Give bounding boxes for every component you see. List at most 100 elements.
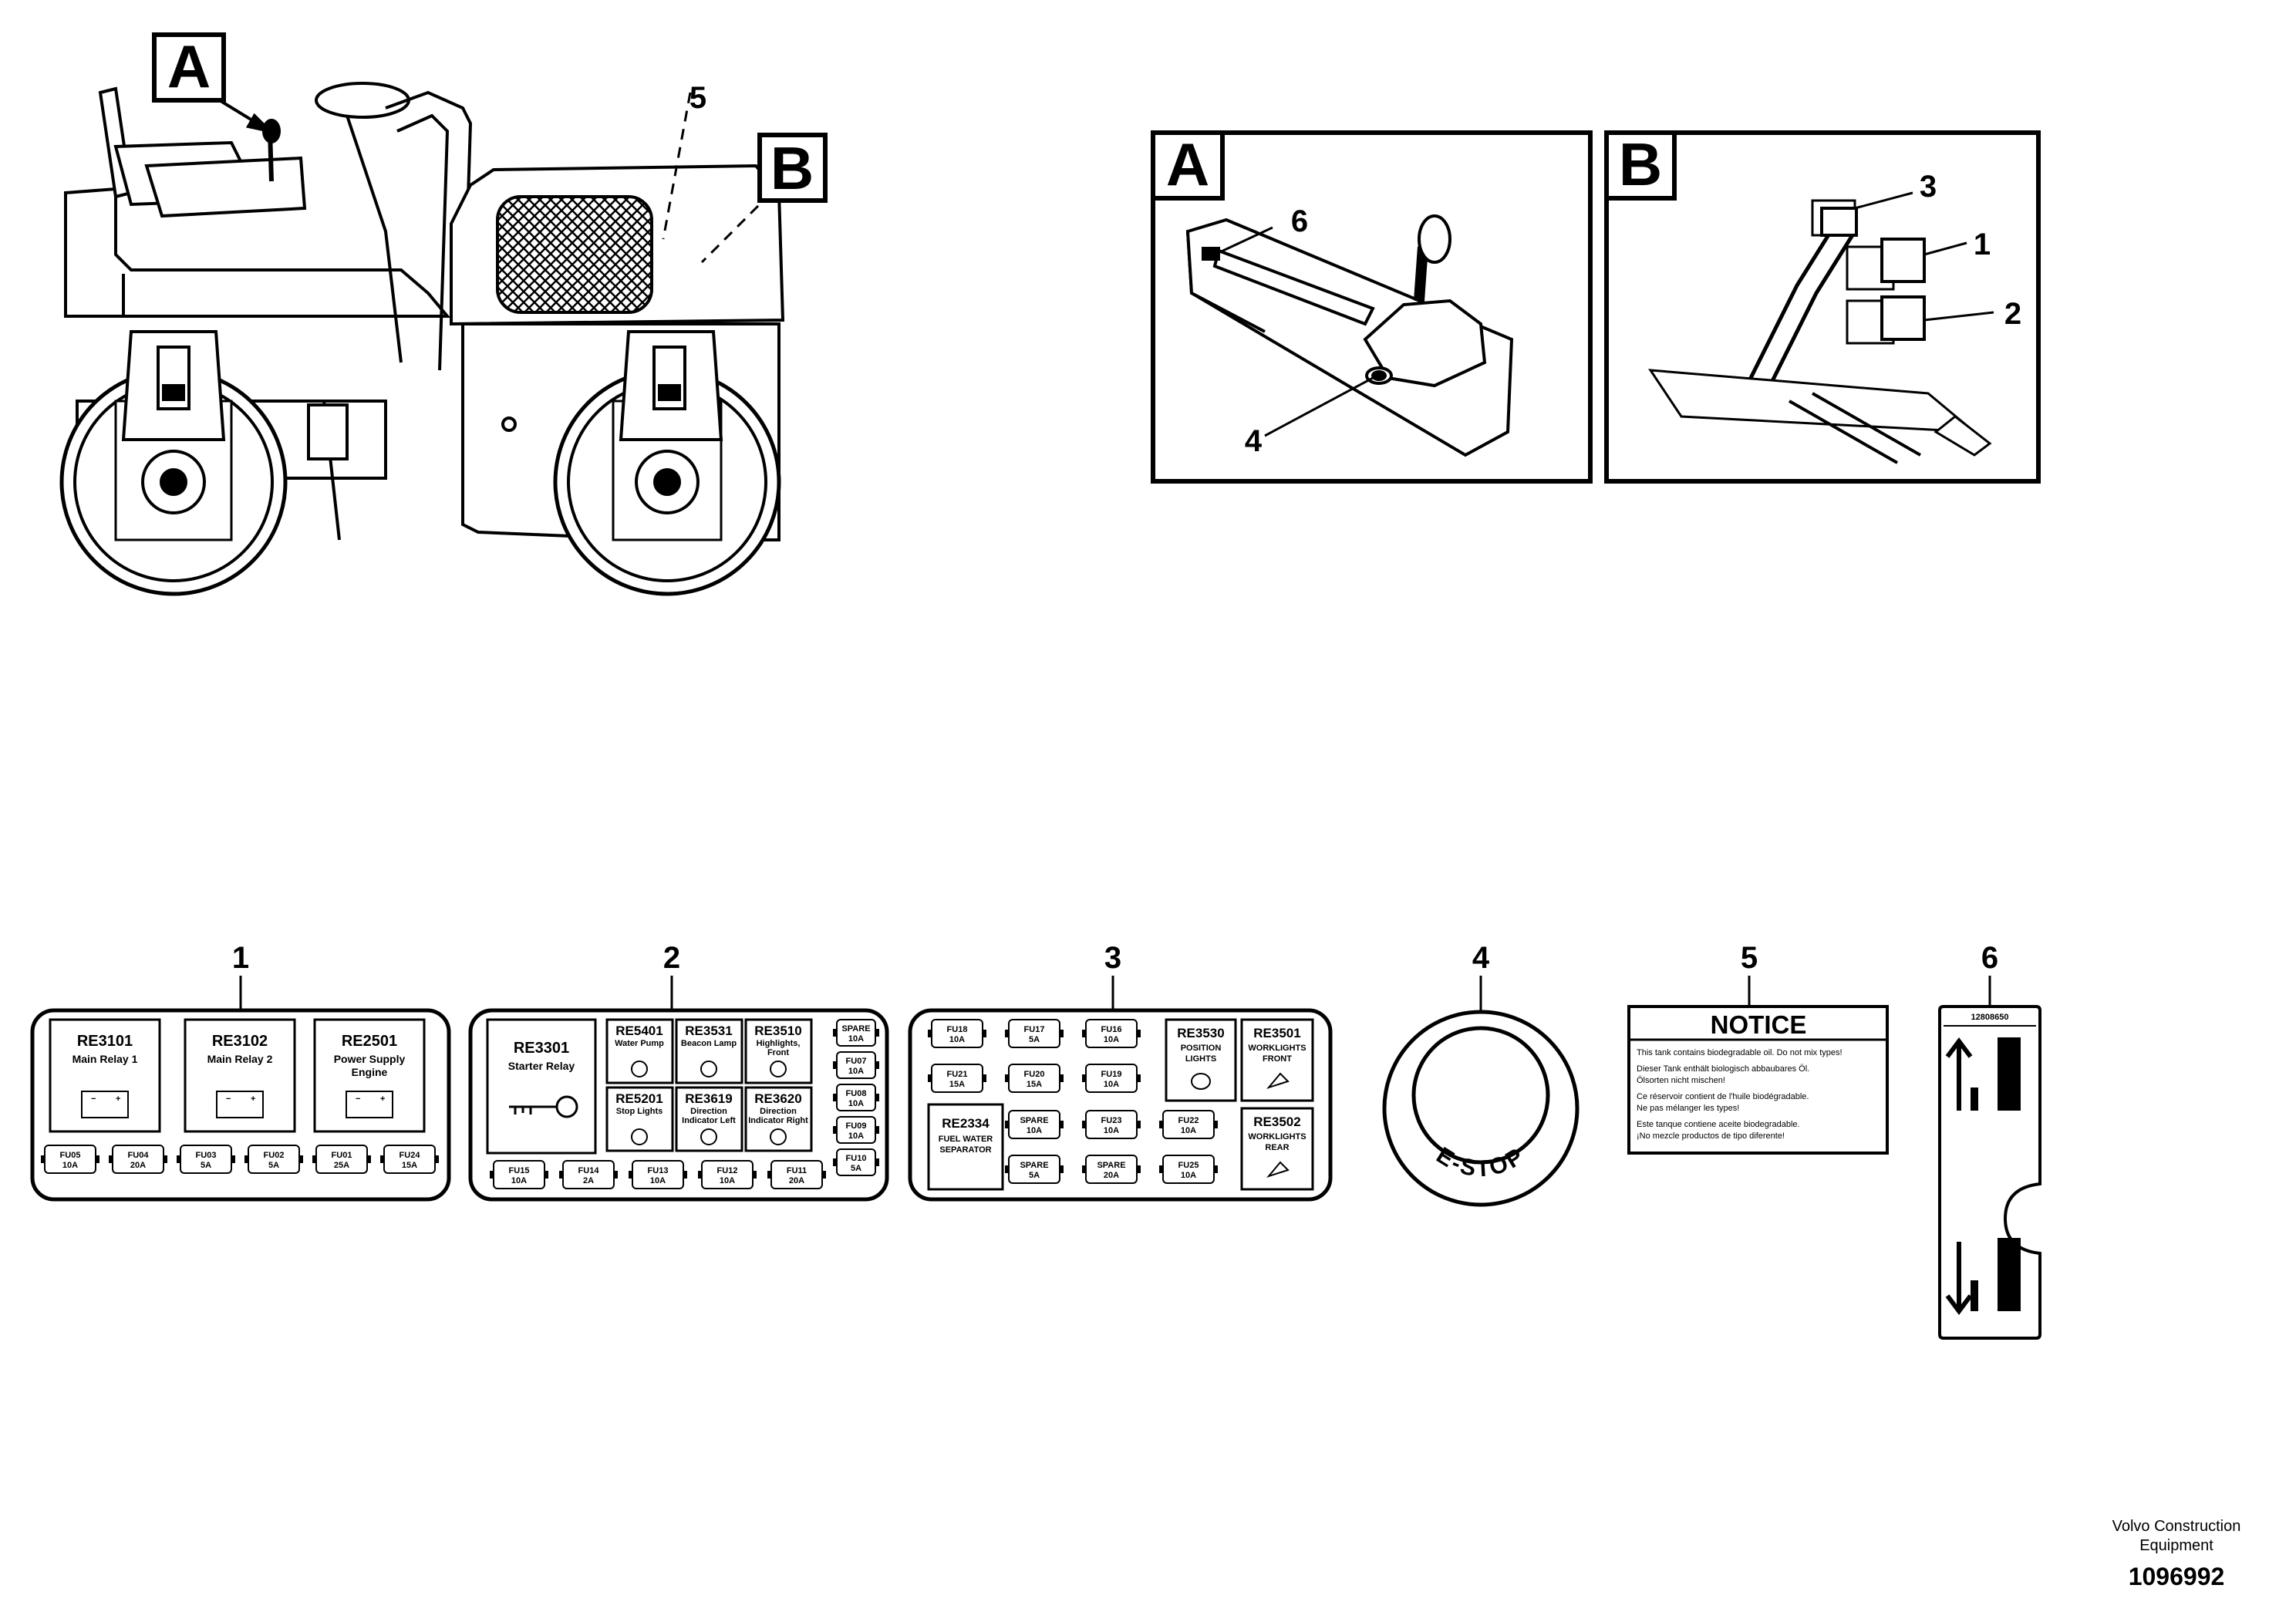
svg-text:FU15: FU15 (509, 1166, 530, 1175)
svg-text:+: + (251, 1094, 255, 1104)
detail-a-panel: A 6 4 (1151, 130, 1593, 484)
detail-b-title: B (1619, 130, 1662, 198)
position-lights-relay: RE3530 POSITION LIGHTS (1165, 1018, 1237, 1102)
svg-text:FU11: FU11 (787, 1166, 807, 1175)
svg-text:FU16: FU16 (1101, 1025, 1122, 1034)
notice-line: Ne pas mélanger les types! (1637, 1104, 1739, 1113)
decal-6: 6 12808650 (1938, 941, 2041, 1340)
svg-text:FU21: FU21 (947, 1070, 968, 1079)
decal-1-relay: RE2501 Power Supply Engine − + (313, 1018, 426, 1133)
svg-text:25A: 25A (334, 1161, 349, 1170)
svg-text:Front: Front (767, 1048, 789, 1057)
svg-text:20A: 20A (130, 1161, 146, 1170)
svg-text:−: − (91, 1094, 96, 1104)
svg-text:LIGHTS: LIGHTS (1185, 1054, 1216, 1064)
detail-b-panel: B 3 1 2 (1604, 130, 2041, 484)
svg-text:FU23: FU23 (1101, 1116, 1122, 1125)
svg-text:10A: 10A (720, 1176, 735, 1185)
relay-symbol-icon (631, 1128, 648, 1145)
svg-text:RE5401: RE5401 (615, 1023, 663, 1038)
svg-text:Power Supply: Power Supply (334, 1053, 406, 1065)
svg-text:RE3530: RE3530 (1177, 1026, 1224, 1040)
svg-text:Main Relay 2: Main Relay 2 (207, 1053, 273, 1065)
svg-text:Indicator Right: Indicator Right (748, 1116, 808, 1125)
svg-text:FU07: FU07 (846, 1057, 867, 1066)
svg-text:10A: 10A (1104, 1035, 1119, 1044)
svg-text:FU24: FU24 (400, 1151, 421, 1160)
svg-text:20A: 20A (789, 1176, 804, 1185)
svg-text:2A: 2A (583, 1176, 594, 1185)
svg-text:SPARE: SPARE (841, 1024, 870, 1034)
svg-text:FU13: FU13 (648, 1166, 669, 1175)
svg-text:SPARE: SPARE (1020, 1161, 1048, 1170)
svg-text:Direction: Direction (690, 1107, 727, 1116)
svg-text:10A: 10A (1181, 1126, 1196, 1135)
decal-5-number: 5 (1741, 941, 1758, 975)
notice-line: Este tanque contiene aceite biodegradabl… (1637, 1120, 1800, 1129)
svg-text:15A: 15A (949, 1080, 965, 1089)
relay-symbol-icon (700, 1061, 717, 1077)
detail-b-item-2: 2 (2004, 297, 2021, 331)
svg-text:RE5201: RE5201 (615, 1091, 663, 1106)
company-line-2: Equipment (2139, 1537, 2213, 1554)
svg-text:FU22: FU22 (1178, 1116, 1199, 1125)
svg-text:5A: 5A (268, 1161, 279, 1170)
svg-text:5A: 5A (1029, 1171, 1040, 1180)
decal-4: 4 E-STOP (1382, 941, 1580, 1207)
svg-text:10A: 10A (62, 1161, 78, 1170)
decal-1-relay: RE3102 Main Relay 2 − + (184, 1018, 296, 1133)
notice-line: Dieser Tank enthält biologisch abbaubare… (1637, 1064, 1809, 1074)
svg-text:Direction: Direction (760, 1107, 797, 1116)
svg-text:SPARE: SPARE (1020, 1116, 1048, 1125)
worklights-rear-relay: RE3502 WORKLIGHTS REAR (1240, 1107, 1314, 1191)
decal-4-number: 4 (1472, 941, 1490, 975)
decal-5: 5 NOTICE This tank contains biodegradabl… (1627, 941, 1889, 1155)
svg-text:10A: 10A (949, 1035, 965, 1044)
svg-text:REAR: REAR (1265, 1143, 1289, 1152)
svg-text:Engine: Engine (352, 1066, 388, 1078)
svg-text:WORKLIGHTS: WORKLIGHTS (1248, 1044, 1306, 1053)
svg-text:POSITION: POSITION (1181, 1044, 1222, 1053)
svg-text:FUEL WATER: FUEL WATER (939, 1135, 993, 1144)
lower-arrow-icon (1945, 1238, 2021, 1315)
svg-text:FU04: FU04 (128, 1151, 150, 1160)
callout-b-label: B (770, 134, 814, 202)
company-line-1: Volvo Construction (2112, 1518, 2241, 1535)
svg-text:20A: 20A (1104, 1171, 1119, 1180)
svg-text:Water Pump: Water Pump (615, 1039, 664, 1048)
svg-text:FU17: FU17 (1024, 1025, 1045, 1034)
svg-text:FU08: FU08 (846, 1089, 867, 1098)
svg-text:FU09: FU09 (846, 1121, 867, 1131)
svg-text:15A: 15A (402, 1161, 417, 1170)
joystick-console (1185, 214, 1514, 457)
svg-text:10A: 10A (848, 1131, 864, 1141)
svg-text:Beacon Lamp: Beacon Lamp (681, 1039, 737, 1048)
svg-text:5A: 5A (1029, 1035, 1040, 1044)
relay-symbol-icon (700, 1128, 717, 1145)
decal-3: 3 FU1810AFU175AFU1610AFU2115AFU2015AFU19… (908, 941, 1333, 1202)
svg-text:FU18: FU18 (947, 1025, 968, 1034)
roller-machine-view (59, 82, 785, 596)
drawing-number: 1096992 (2129, 1563, 2225, 1590)
fuel-water-relay: RE2334 FUEL WATER SEPARATOR (927, 1103, 1004, 1191)
svg-text:RE3102: RE3102 (212, 1033, 268, 1050)
svg-text:RE3531: RE3531 (685, 1023, 732, 1038)
callout-a-label: A (167, 32, 211, 100)
